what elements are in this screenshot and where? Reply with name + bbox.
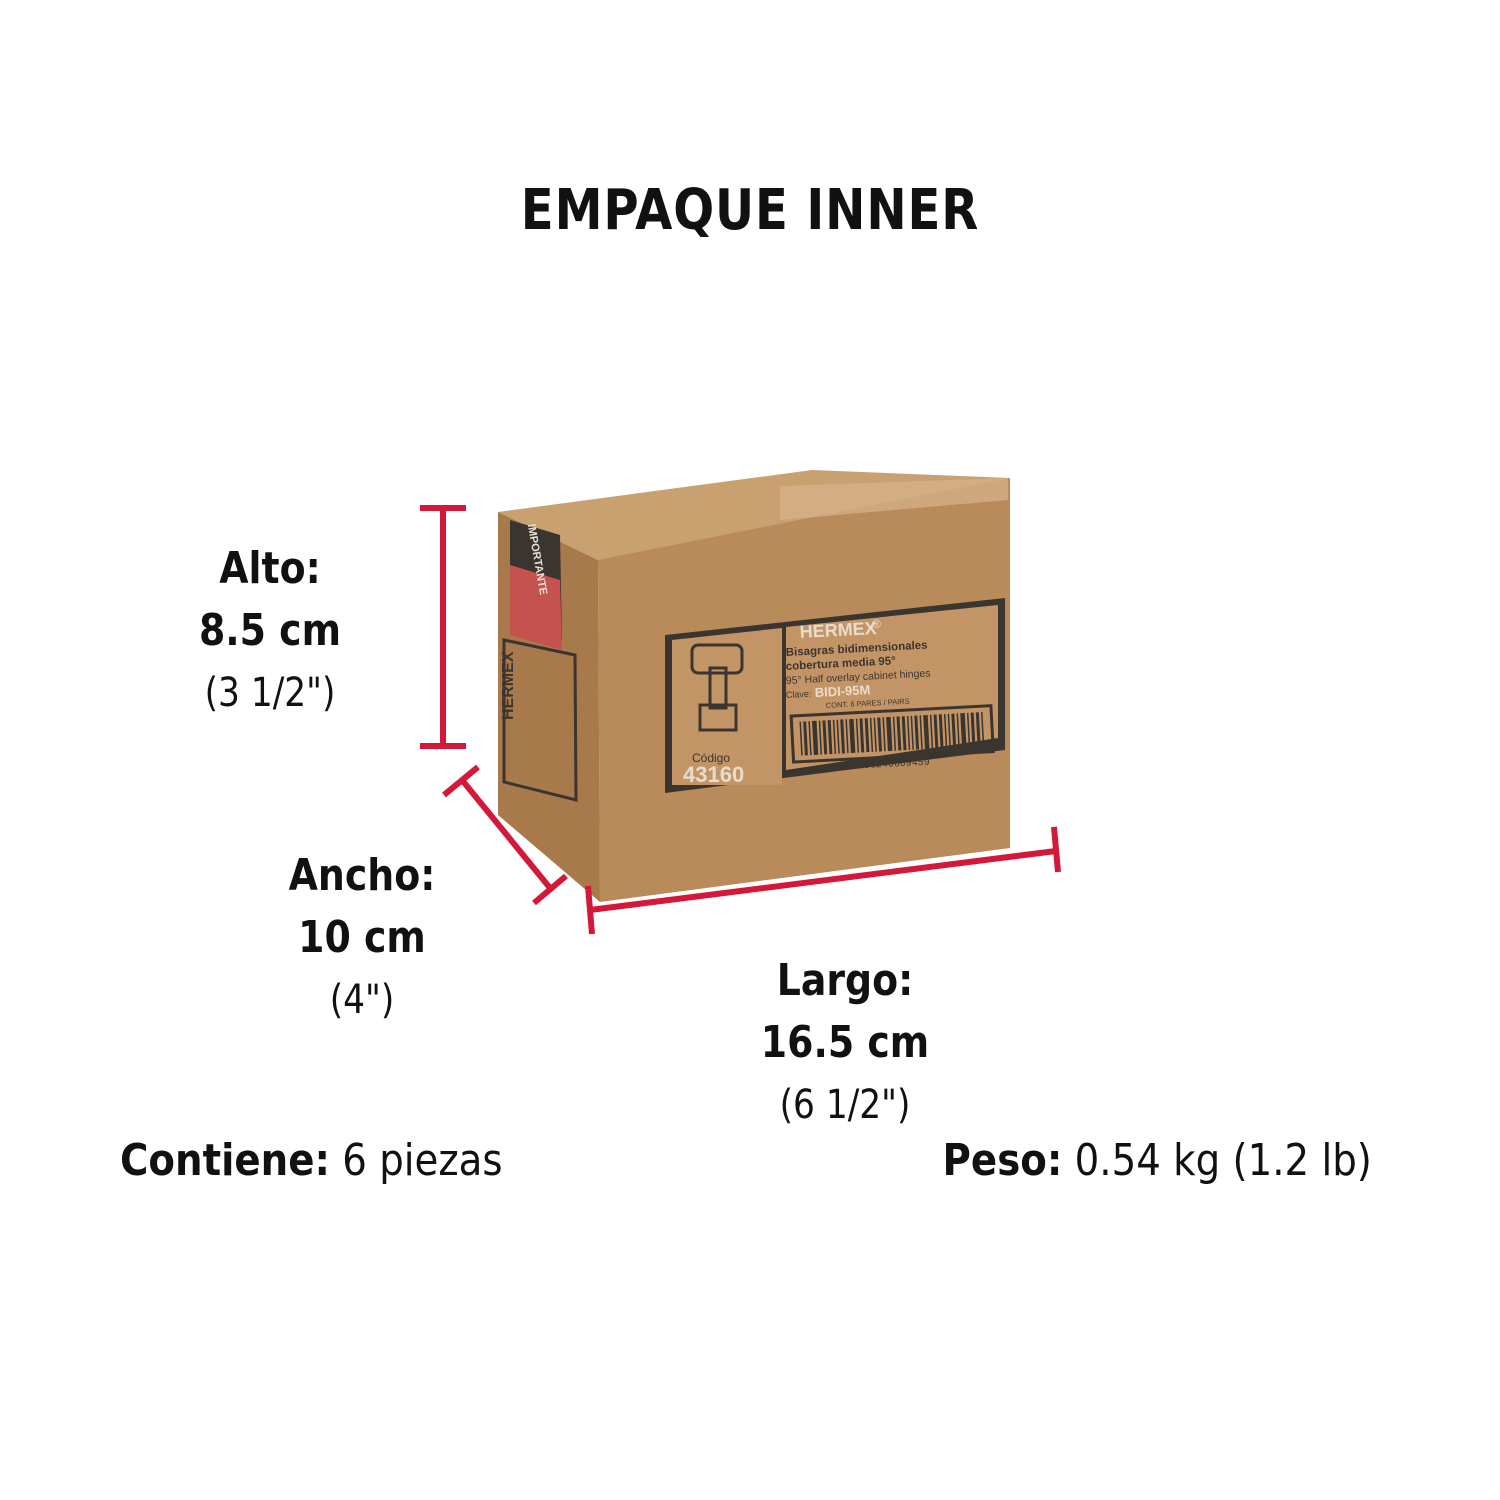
cont: CONT. 6 PARES / PAIRS [826,697,910,710]
weight-label: Peso: [942,1135,1063,1186]
barcode-number: 17506240609459 [846,758,930,773]
clave: BIDI-95M [814,682,870,700]
codigo: 43160 [683,762,744,787]
contents-label: Contiene: [120,1135,330,1186]
alto-imperial: (3 1/2") [204,670,336,716]
side-sticker-red [510,565,562,650]
largo-dimension: Largo: 16.5 cm (6 1/2") [725,950,965,1136]
largo-label: Largo: [776,955,914,1006]
hinge-plate [698,703,738,732]
registered-mark: ® [872,617,881,631]
hinge-arm [708,666,728,710]
side-label-outline [502,638,578,802]
ancho-marker [442,764,568,906]
ancho-label: Ancho: [288,850,436,901]
weight-value: 0.54 kg (1.2 lb) [1074,1135,1372,1186]
largo-imperial: (6 1/2") [779,1082,911,1128]
tape [780,478,1008,520]
clave-label: Clave: [786,689,812,700]
page-title: EMPAQUE INNER [520,178,980,243]
side-brand: HERMEX [500,651,517,720]
ancho-imperial: (4") [329,977,395,1023]
largo-marker [585,826,1061,935]
contents-value: 6 piezas [342,1135,503,1186]
barcode [789,704,995,764]
codigo-label: Código [692,751,730,765]
ancho-dimension: Ancho: 10 cm (4") [242,845,482,1031]
alto-label: Alto: [219,543,321,594]
weight-info: Peso: 0.54 kg (1.2 lb) [943,1135,1372,1186]
ancho-metric: 10 cm [298,912,426,963]
label-line2: cobertura media 95° [786,655,897,673]
hinge-icon [690,643,744,675]
alto-marker [420,505,466,749]
label-brand: HERMEX [799,618,877,642]
largo-metric: 16.5 cm [760,1017,930,1068]
alto-metric: 8.5 cm [198,605,342,656]
contents-info: Contiene: 6 piezas [120,1135,503,1186]
alto-dimension: Alto: 8.5 cm (3 1/2") [150,538,390,724]
